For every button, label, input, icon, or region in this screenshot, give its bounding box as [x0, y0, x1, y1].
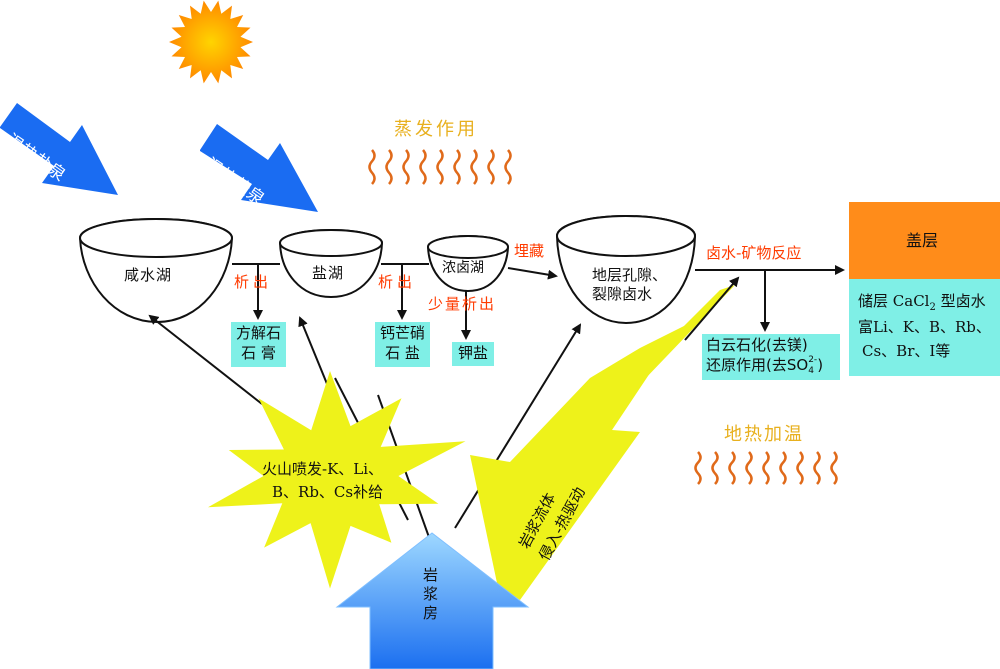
- heat-wave-line: [762, 451, 770, 485]
- heat-wave-line: [830, 451, 838, 485]
- precipitate-label-2: 析出: [378, 273, 417, 291]
- evaporation-label: 蒸发作用: [394, 119, 478, 140]
- spring-arrow-right: [200, 124, 318, 212]
- fluid-to-reaction-arrow: [684, 276, 740, 341]
- salt-lake-label: 盐湖: [312, 264, 345, 282]
- heat-wave-line: [368, 149, 376, 185]
- heat-wave-line: [470, 149, 478, 185]
- reservoir-line-2: 富Li、K、B、Rb、: [858, 318, 991, 336]
- brine-lake-label: 浓卤湖: [442, 260, 484, 276]
- halite-label: 石 盐: [385, 343, 420, 362]
- heat-wave-line: [813, 451, 821, 485]
- heat-wave-line: [436, 149, 444, 185]
- volcano-label-1: 火山喷发-K、Li、: [262, 460, 384, 478]
- cap-layer-label: 盖层: [906, 231, 939, 250]
- reservoir-line-3: Cs、Br、I等: [862, 342, 951, 360]
- heat-wave-line: [694, 451, 702, 485]
- volcano-label-2: B、Rb、Cs补给: [272, 483, 384, 501]
- magma-to-pore-brine-arrow: [454, 323, 582, 529]
- glauberite-halite-box: 钙芒硝 石 盐: [375, 322, 430, 367]
- salty-lake-label: 咸水湖: [124, 266, 173, 284]
- pore-brine-label-1: 地层孔隙、: [592, 266, 668, 284]
- volcano-to-salty-lake-arrow: [148, 314, 263, 405]
- heat-wave-line: [796, 451, 804, 485]
- heat-wave-line: [487, 149, 495, 185]
- heat-wave-icon: [694, 451, 838, 485]
- heat-wave-line: [419, 149, 427, 185]
- calcite-label: 方解石: [235, 324, 281, 342]
- heat-wave-line: [711, 451, 719, 485]
- spring-arrow-left: [0, 103, 118, 195]
- heat-wave-line: [453, 149, 461, 185]
- magma-fluid-bolt: [470, 285, 735, 600]
- heat-wave-line: [385, 149, 393, 185]
- heat-wave-icon: [368, 149, 512, 185]
- heat-wave-line: [745, 451, 753, 485]
- burial-label: 埋藏: [514, 242, 545, 260]
- pore-brine-bowl: [555, 215, 697, 325]
- heat-wave-line: [728, 451, 736, 485]
- reservoir-block: [849, 279, 1000, 376]
- salt-lake-bowl: [278, 229, 384, 299]
- magma-chamber-label: 岩浆房: [423, 566, 439, 622]
- heat-wave-line: [779, 451, 787, 485]
- calcite-gypsum-box: 方解石 石 膏: [231, 322, 286, 367]
- potash-label: 钾盐: [457, 344, 488, 362]
- pore-brine-label-2: 裂隙卤水: [592, 285, 653, 303]
- sun-icon: [169, 0, 253, 84]
- precipitate-label-1: 析出: [234, 273, 273, 291]
- geothermal-label: 地热加温: [724, 424, 804, 445]
- cap-layer-block: [849, 202, 1000, 279]
- volcano-burst: [208, 371, 466, 589]
- gypsum-label: 石 膏: [241, 343, 276, 362]
- dolomitization-label: 白云石化(去镁): [706, 336, 808, 354]
- brine-lake-bowl: [426, 235, 510, 293]
- burial-arrow: [507, 267, 558, 280]
- minor-precipitate-label: 少量析出: [428, 295, 497, 313]
- heat-wave-line: [402, 149, 410, 185]
- heat-wave-line: [504, 149, 512, 185]
- potash-box: 钾盐: [452, 342, 494, 366]
- magma-chamber-arrow: [335, 532, 530, 669]
- salty-lake-bowl: [78, 218, 234, 324]
- reaction-label: 卤水-矿物反应: [706, 244, 802, 262]
- glauberite-label: 钙芒硝: [379, 324, 425, 342]
- reservoir-line-1: 储层 CaCl2 型卤水: [858, 292, 986, 313]
